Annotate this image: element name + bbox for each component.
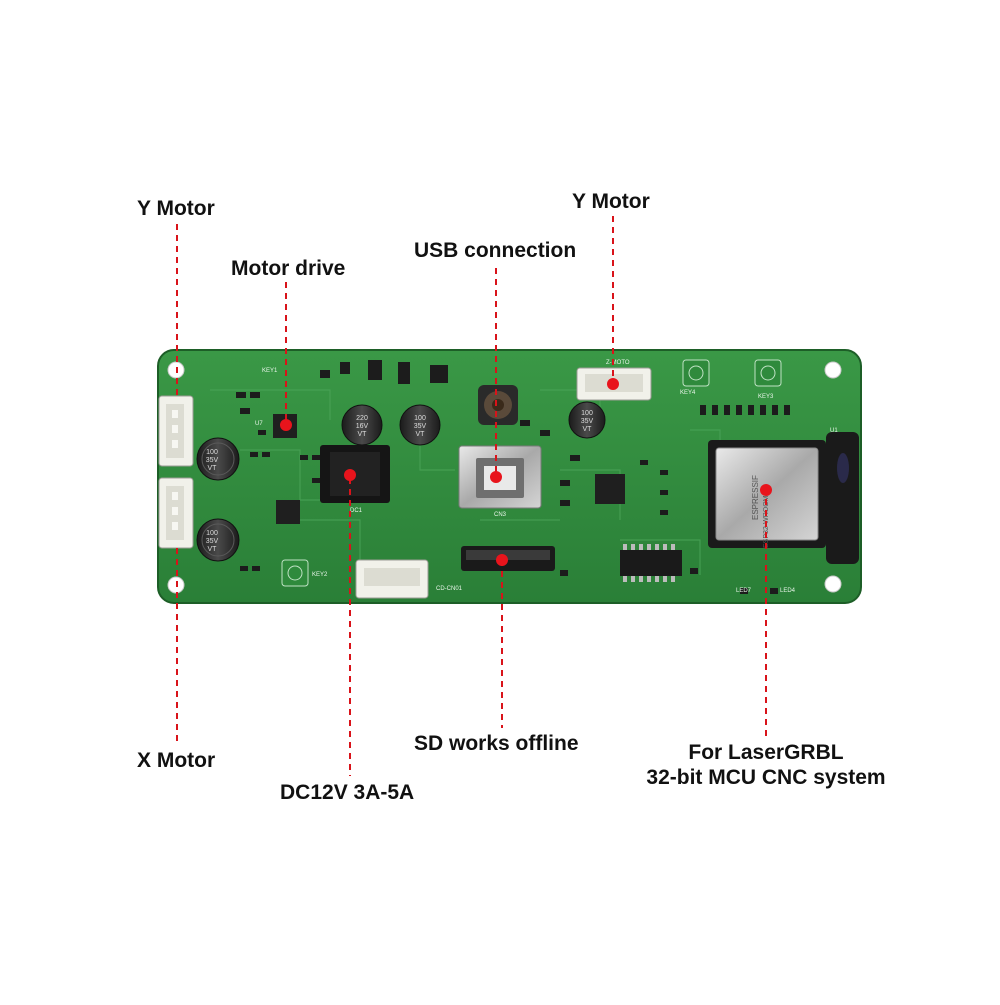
label-usb-connection: USB connection [414, 239, 577, 262]
marker-dc-power [344, 469, 356, 481]
silk-key2: KEY2 [312, 572, 328, 578]
marker-usb [490, 471, 502, 483]
label-laser-line1: For LaserGRBL [688, 741, 844, 764]
esp32-model: ESP32-WROOM-32 [763, 485, 770, 548]
label-y-motor-right: Y Motor [572, 190, 650, 213]
label-y-motor-left: Y Motor [137, 197, 215, 220]
silk-led7: LED7 [736, 588, 752, 594]
capacitor-left-top [196, 437, 240, 481]
silk-key4: KEY4 [680, 390, 696, 396]
x-motor-connector [158, 477, 194, 549]
label-laser-line2: 32-bit MCU CNC system [646, 766, 886, 789]
tact-buttons [281, 359, 782, 587]
silk-u1: U1 [830, 428, 838, 434]
marker-motor-drive [280, 419, 292, 431]
silk-u7: U7 [255, 421, 263, 427]
cap2-line2: 35V [414, 423, 427, 430]
cap2-line1: 100 [414, 415, 426, 422]
cap5-line1: 100 [581, 410, 593, 417]
marker-sd [496, 554, 508, 566]
silk-led4: LED4 [780, 588, 796, 594]
motor-driver-chip-2 [276, 500, 300, 524]
cap5-line3: VT [583, 426, 593, 433]
cap3-line1: 100 [206, 449, 218, 456]
power-inductor [478, 385, 518, 425]
mounting-holes [167, 361, 842, 594]
smd-components [236, 360, 790, 594]
bottom-connector [355, 559, 429, 599]
label-x-motor: X Motor [137, 749, 216, 772]
cap4-line2: 35V [206, 538, 219, 545]
label-dc-power: DC12V 3A-5A [280, 781, 415, 804]
capacitor-left-bottom [196, 518, 240, 562]
cap4-line3: VT [208, 546, 218, 553]
label-sd-offline: SD works offline [414, 732, 579, 755]
cap4-line1: 100 [206, 530, 218, 537]
silk-key1: KEY1 [262, 368, 278, 374]
label-motor-drive: Motor drive [231, 257, 346, 280]
silk-cn3: CN3 [494, 512, 507, 518]
silk-cd-cn01: CD-CN01 [436, 586, 463, 592]
silk-key3: KEY3 [758, 394, 774, 400]
marker-dots [280, 378, 772, 566]
capacitor-100uf-mid [399, 404, 441, 446]
silk-dc1: DC1 [350, 508, 363, 514]
y-motor-connector [158, 395, 194, 467]
ic-16pin [620, 544, 682, 582]
cap3-line2: 35V [206, 457, 219, 464]
esp32-brand: ESPRESSIF [751, 475, 760, 520]
cap1-line2: 16V [356, 423, 369, 430]
mcu-chip [595, 474, 625, 504]
silk-z-moto: Z-MOTO [606, 360, 630, 366]
cap1-line3: VT [358, 431, 368, 438]
cap1-line1: 220 [356, 415, 368, 422]
leader-lines [176, 216, 767, 776]
cap3-line3: VT [208, 465, 218, 472]
board-edge-connector [826, 432, 859, 564]
sd-card-slot [461, 546, 555, 571]
capacitor-right [568, 401, 606, 439]
cap5-line2: 35V [581, 418, 594, 425]
marker-laser [760, 484, 772, 496]
cap2-line3: VT [416, 431, 426, 438]
marker-y-motor-right [607, 378, 619, 390]
